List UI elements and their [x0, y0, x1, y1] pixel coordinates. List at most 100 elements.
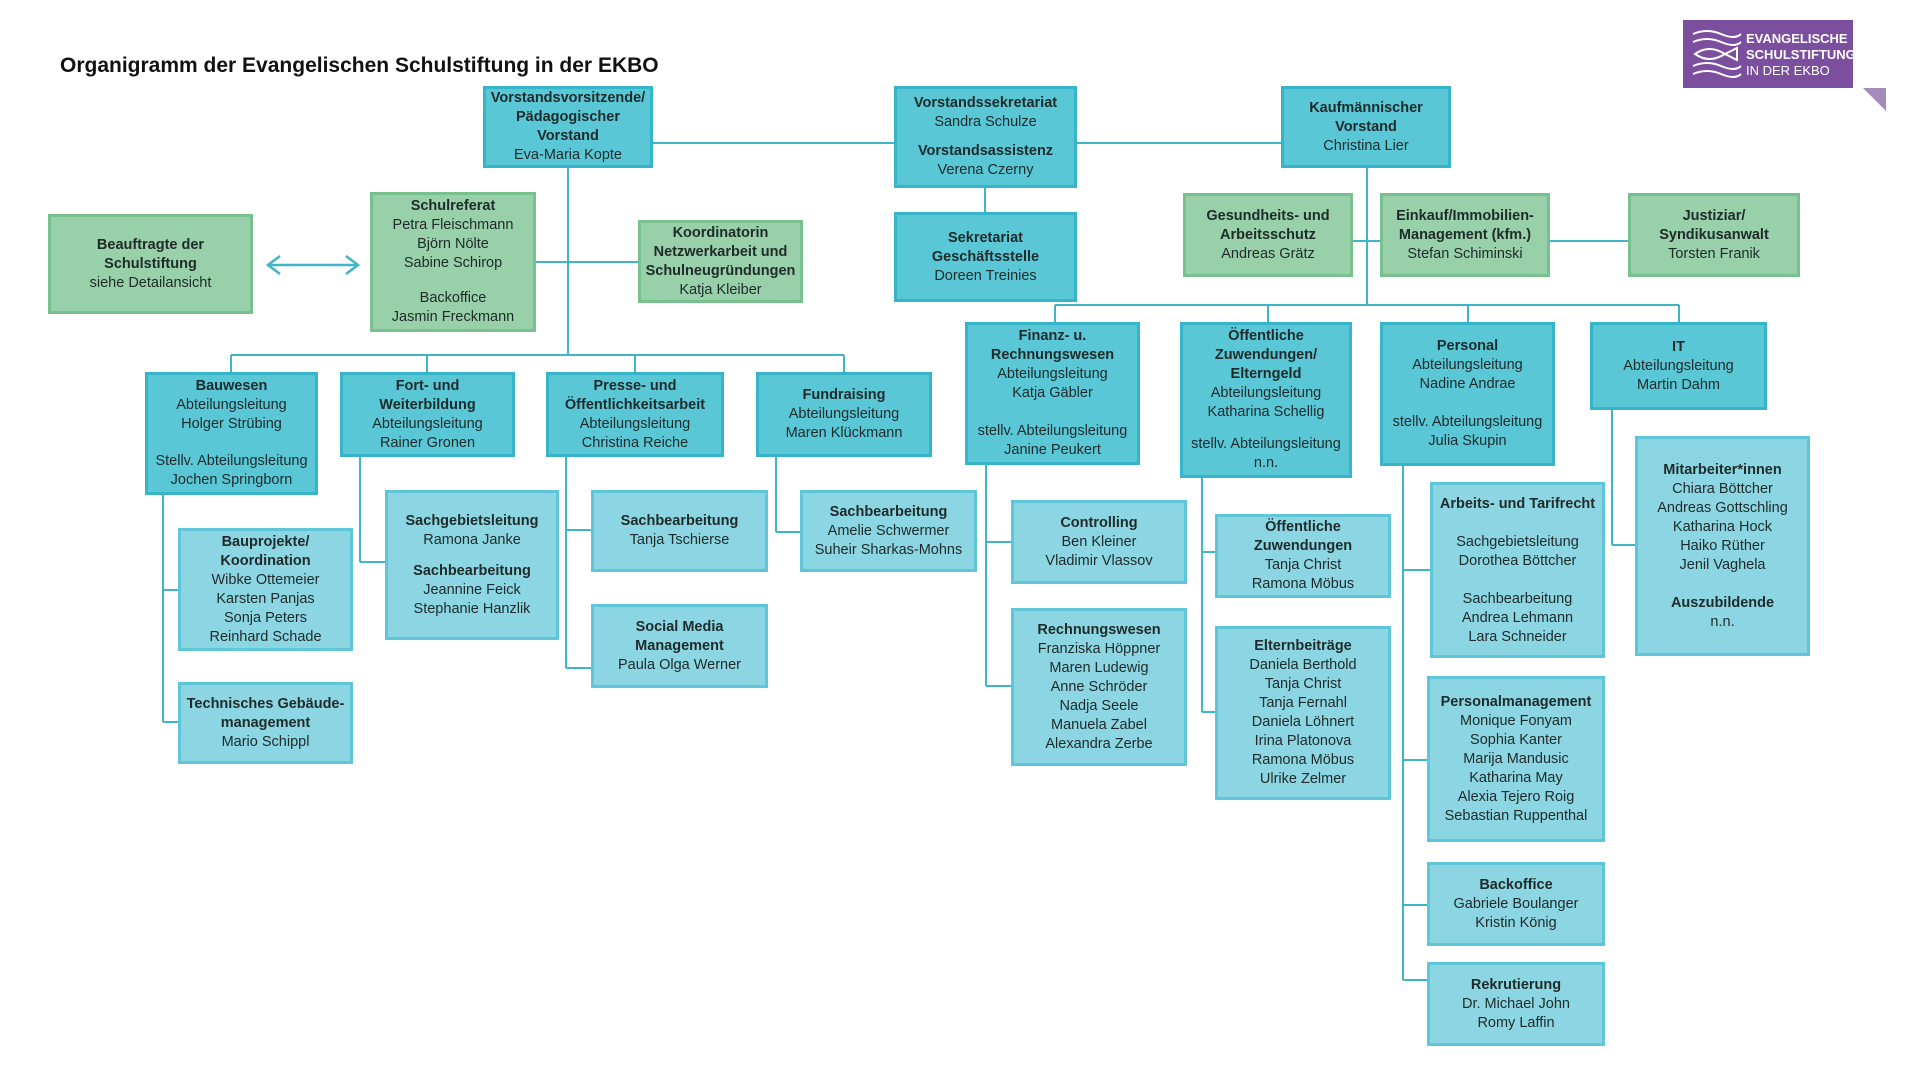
node-line: Ramona Möbus — [1251, 752, 1355, 768]
double-arrow-icon — [265, 255, 361, 275]
node-line: Sabine Schirop — [403, 255, 503, 271]
logo-fold — [1863, 88, 1886, 111]
node-line: Tanja Tschierse — [629, 532, 730, 548]
node-title: Elternbeiträge — [1254, 638, 1352, 654]
node-finanz[interactable]: Finanz- u. Rechnungswesen Abteilungsleit… — [965, 322, 1140, 465]
node-justiziar[interactable]: Justiziar/ Syndikusanwalt Torsten Franik — [1628, 193, 1800, 277]
node-line: Tanja Christ — [1264, 557, 1342, 573]
node-title: Rekrutierung — [1470, 976, 1562, 993]
node-line: Jeannine Feick — [423, 581, 521, 598]
node-elternbeitraege[interactable]: Elternbeiträge Daniela Berthold Tanja Ch… — [1215, 626, 1391, 800]
node-title: Presse- und Öffentlichkeitsarbeit — [564, 377, 706, 413]
node-tgm[interactable]: Technisches Gebäude-management Mario Sch… — [178, 682, 353, 764]
node-line: Romy Laffin — [1477, 1014, 1555, 1031]
node-line: Abteilungsleitung — [1412, 357, 1523, 373]
node-title: Beauftragte der Schulstiftung — [96, 236, 205, 272]
node-title: Öffentliche Zuwendungen — [1253, 519, 1353, 554]
node-line: Petra Fleischmann — [392, 217, 514, 233]
node-line: Stephanie Hanzlik — [413, 600, 531, 617]
node-line: siehe Detailansicht — [89, 274, 212, 291]
node-backoffice[interactable]: Backoffice Gabriele Boulanger Kristin Kö… — [1427, 862, 1605, 946]
node-line: Alexandra Zerbe — [1045, 735, 1153, 752]
node-rekrutierung[interactable]: Rekrutierung Dr. Michael John Romy Laffi… — [1427, 962, 1605, 1046]
node-line: Katharina Hock — [1672, 518, 1773, 535]
node-vorstandssekretariat[interactable]: Vorstandssekretariat Sandra Schulze Vors… — [894, 86, 1077, 188]
node-line: Martin Dahm — [1637, 376, 1720, 393]
node-einkauf[interactable]: Einkauf/Immobilien-Management (kfm.) Ste… — [1380, 193, 1550, 277]
node-oeffentliche-zuwendungen[interactable]: Öffentliche Zuwendungen Tanja Christ Ram… — [1215, 514, 1391, 598]
node-beauftragte[interactable]: Beauftragte der Schulstiftung siehe Deta… — [48, 214, 253, 314]
node-sekretariat-geschaeftsstelle[interactable]: Sekretariat Geschäftsstelle Doreen Trein… — [894, 212, 1077, 302]
node-line: Chiara Böttcher — [1672, 480, 1773, 497]
node-line: Tanja Christ — [1264, 676, 1342, 692]
node-rechnungswesen[interactable]: Rechnungswesen Franziska Höppner Maren L… — [1011, 608, 1187, 766]
node-line: Abteilungsleitung — [579, 415, 691, 432]
node-line: Stellv. Abteilungsleitung — [155, 453, 308, 469]
logo: EVANGELISCHE SCHULSTIFTUNG IN DER EKBO — [1683, 20, 1856, 88]
node-presse[interactable]: Presse- und Öffentlichkeitsarbeit Abteil… — [546, 372, 724, 457]
node-line: Julia Skupin — [1428, 433, 1507, 449]
node-sachgebiet-fortbildung[interactable]: Sachgebietsleitung Ramona Janke Sachbear… — [385, 490, 559, 640]
node-line: stellv. Abteilungsleitung — [1392, 414, 1543, 430]
node-line: Ramona Möbus — [1251, 576, 1355, 592]
node-title: Sekretariat Geschäftsstelle — [931, 229, 1040, 265]
node-line: Katja Gäbler — [1012, 385, 1093, 401]
node-line: Karsten Panjas — [216, 590, 315, 607]
node-title: Bauprojekte/ Koordination — [220, 533, 311, 569]
node-line: Sandra Schulze — [934, 114, 1037, 130]
node-line: Haiko Rüther — [1680, 537, 1765, 554]
node-line: Lara Schneider — [1468, 629, 1567, 645]
node-line: Christina Lier — [1323, 137, 1409, 154]
node-line: Maren Ludewig — [1049, 659, 1149, 676]
node-line: Holger Strübing — [181, 416, 282, 432]
node-line: Andreas Gottschling — [1657, 499, 1788, 516]
node-line: Torsten Franik — [1668, 245, 1760, 262]
node-line: Daniela Berthold — [1249, 657, 1357, 673]
node-controlling[interactable]: Controlling Ben Kleiner Vladimir Vlassov — [1011, 500, 1187, 584]
node-bauwesen[interactable]: Bauwesen Abteilungsleitung Holger Strübi… — [145, 372, 318, 495]
node-line: Sonja Peters — [223, 609, 308, 626]
node-line: Nadja Seele — [1059, 697, 1139, 714]
node-line: Abteilungsleitung — [1210, 385, 1322, 401]
node-zuwendungen[interactable]: Öffentliche Zuwendungen/ Elterngeld Abte… — [1180, 322, 1352, 478]
node-line: Franziska Höppner — [1037, 640, 1161, 657]
node-line: Katja Kleiber — [679, 281, 762, 298]
node-fundraising[interactable]: Fundraising Abteilungsleitung Maren Klüc… — [756, 372, 932, 457]
node-gesundheit[interactable]: Gesundheits- und Arbeitsschutz Andreas G… — [1183, 193, 1353, 277]
node-line: Gabriele Boulanger — [1453, 895, 1579, 912]
node-sachbearbeitung-presse[interactable]: Sachbearbeitung Tanja Tschierse — [591, 490, 768, 572]
node-line: Jenil Vaghela — [1679, 556, 1766, 573]
fish-icon — [1692, 30, 1742, 78]
node-social-media[interactable]: Social Media Management Paula Olga Werne… — [591, 604, 768, 688]
node-mitarbeiter-it[interactable]: Mitarbeiter*innen Chiara Böttcher Andrea… — [1635, 436, 1810, 656]
logo-line-1: EVANGELISCHE — [1746, 31, 1848, 46]
node-it[interactable]: IT Abteilungsleitung Martin Dahm — [1590, 322, 1767, 410]
node-line: Verena Czerny — [937, 162, 1034, 178]
node-line: Katharina May — [1469, 769, 1563, 786]
node-line: Doreen Treinies — [934, 267, 1037, 284]
node-title: Koordinatorin Netzwerkarbeit und Schulne… — [645, 224, 796, 279]
node-line: Abteilungsleitung — [372, 415, 483, 432]
node-bauprojekte[interactable]: Bauprojekte/ Koordination Wibke Ottemeie… — [178, 528, 353, 651]
logo-line-3: IN DER EKBO — [1746, 63, 1830, 78]
node-line: Wibke Ottemeier — [211, 571, 320, 588]
node-title: Sachgebietsleitung — [405, 512, 539, 529]
node-title: Technisches Gebäude-management — [186, 695, 345, 731]
node-line: Alexia Tejero Roig — [1457, 788, 1575, 805]
node-line: Vladimir Vlassov — [1045, 552, 1153, 569]
node-arbeits-tarifrecht[interactable]: Arbeits- und Tarifrecht Sachgebietsleitu… — [1430, 482, 1605, 658]
node-kaufm-vorstand[interactable]: Kaufmännischer Vorstand Christina Lier — [1281, 86, 1451, 168]
node-fortbildung[interactable]: Fort- und Weiterbildung Abteilungsleitun… — [340, 372, 515, 457]
node-personal[interactable]: Personal Abteilungsleitung Nadine Andrae… — [1380, 322, 1555, 466]
node-sachbearbeitung-fundraising[interactable]: Sachbearbeitung Amelie Schwermer Suheir … — [800, 490, 977, 572]
node-paed-vorstand[interactable]: Vorstandsvorsitzende/ Pädagogischer Vors… — [483, 86, 653, 168]
node-line: Ulrike Zelmer — [1259, 771, 1347, 787]
node-title: Bauwesen — [195, 378, 268, 394]
node-personalmanagement[interactable]: Personalmanagement Monique Fonyam Sophia… — [1427, 676, 1605, 842]
node-title: Backoffice — [1479, 876, 1553, 893]
node-schulreferat[interactable]: Schulreferat Petra Fleischmann Björn Nöl… — [370, 192, 536, 332]
node-title: Personalmanagement — [1440, 693, 1592, 710]
node-line: Abteilungsleitung — [1623, 357, 1734, 374]
node-koordinatorin[interactable]: Koordinatorin Netzwerkarbeit und Schulne… — [638, 220, 803, 303]
